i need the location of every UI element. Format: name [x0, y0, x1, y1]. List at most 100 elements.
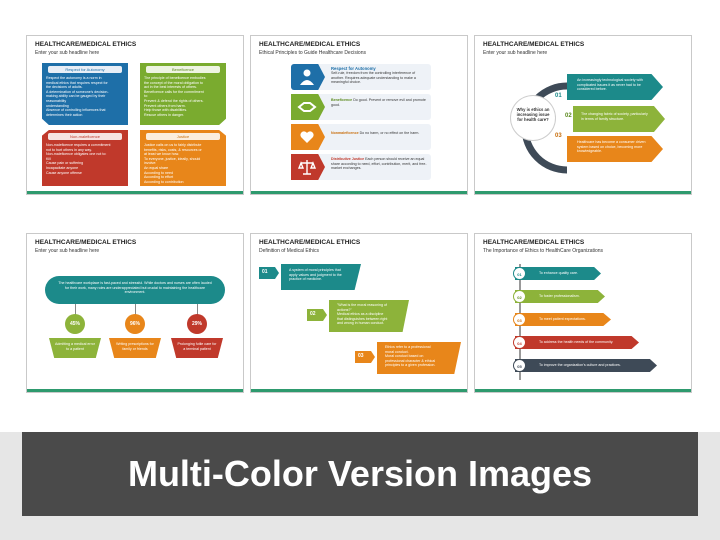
box-head: Justice [146, 133, 220, 140]
definition-line: professional character & ethical [385, 358, 436, 363]
definition-number-tab: 01 [259, 267, 279, 279]
box-line: Kill [46, 156, 51, 161]
stat-text: Prolonging futile care for a terminal pa… [177, 342, 217, 351]
box-line: medical ethics that requires respect for [46, 80, 108, 85]
reason-text: The changing fabric of society, particul… [581, 112, 648, 121]
box-line: According to contribution [144, 179, 184, 184]
slide-thumbnail-6[interactable]: HEALTHCARE/MEDICAL ETHICS The Importance… [474, 233, 692, 393]
box-line: the concept of the moral obligation to [144, 80, 203, 85]
definition-box: "What is the moral reasoning of actions?… [329, 300, 409, 332]
slide-accent-line [251, 191, 467, 194]
box-line: the decisions of adults. [46, 85, 83, 90]
box-line: According to need [144, 170, 173, 175]
box-line: An equal share [144, 165, 169, 170]
slide-thumbnail-2[interactable]: HEALTHCARE/MEDICAL ETHICS Ethical Princi… [250, 35, 468, 195]
box-line: Justice calls on us to fairly distribute [144, 143, 202, 147]
definition-line: principles to a given profession. [385, 363, 436, 368]
principle-text: Each person should receive an equal shar… [331, 157, 427, 171]
principle-head: Respect for Autonomy [331, 66, 376, 71]
principle-head: Beneficence [331, 98, 353, 102]
handshake-icon [291, 94, 325, 120]
definition-line: actions?" [337, 307, 352, 312]
connector [197, 304, 198, 316]
slide-thumbnail-4[interactable]: HEALTHCARE/MEDICAL ETHICS Enter your sub… [26, 233, 244, 393]
box-line: reasonability [46, 98, 67, 103]
reason-number: 02 [565, 113, 572, 119]
reason-number: 03 [555, 133, 562, 139]
box-line: According to effort [144, 175, 174, 180]
box-line: making ability can be gauged by their [46, 94, 106, 99]
definition-box: A system of moral principles that apply … [281, 264, 361, 290]
definition-line: and wrong in human conduct. [337, 321, 385, 326]
principle-text: Self-rule, freedom from the controlling … [331, 71, 416, 85]
box-line: Rescue others in danger. [144, 112, 184, 117]
box-head: Respect for Autonomy [48, 66, 122, 73]
number-badge: 04 [513, 336, 526, 349]
principle-head: Distributive Justice [331, 157, 365, 161]
box-line: Prevent others from harm. [144, 103, 186, 108]
number-badge: 05 [513, 359, 526, 372]
definition-number-tab: 02 [307, 309, 327, 321]
box-line: Cause pain or suffering [46, 161, 84, 166]
box-line: Beneficence calls for the commitment [144, 89, 204, 94]
box-line: Help those with disabilities. [144, 108, 188, 113]
slide-accent-line [475, 389, 691, 392]
definition-number: 03 [358, 353, 364, 359]
stat-text: Writing prescriptions for family or frie… [116, 342, 154, 351]
definition-line: "What is the moral reasoning of [337, 303, 388, 307]
definition-line: Medical ethics as a discipline [337, 312, 384, 317]
lead-banner: The healthcare workplace is fast-paced a… [45, 276, 225, 304]
number-badge: 03 [513, 313, 526, 326]
banner-title: Multi-Color Version Images [127, 453, 593, 494]
box-line: To everyone, justice, ideally, should [144, 156, 201, 161]
lead-text: The healthcare workplace is fast-paced a… [58, 281, 212, 295]
importance-bar: To meet patient expectations. [515, 313, 611, 326]
question-circle: Why is ethics an increasing issue for he… [511, 96, 555, 140]
box-line: not to hurt others in any way. [46, 147, 92, 152]
slide-subtitle: Enter your sub headline here [483, 50, 548, 56]
reason-arrow: Healthcare has become a consumer driven … [567, 136, 663, 162]
box-line: benefits, risks, costs, & resources or [144, 147, 202, 152]
box-line: at least we know how. [144, 152, 179, 157]
box-line: A determination of someone's decision- [46, 89, 109, 94]
principle-text: Do no harm, or no effect on the harm. [359, 131, 420, 135]
slide-thumbnail-3[interactable]: HEALTHCARE/MEDICAL ETHICS Enter your sub… [474, 35, 692, 195]
box-head: Beneficence [146, 66, 220, 73]
slide-title: HEALTHCARE/MEDICAL ETHICS [35, 239, 137, 246]
definition-line: A system of moral principles that [289, 268, 341, 272]
box-line: Prevent & defend the rights of others. [144, 98, 204, 103]
importance-text: To meet patient expectations. [539, 317, 586, 321]
box-line: Non-maleficence requires a commitment [46, 143, 111, 147]
box-line: involve: [144, 161, 157, 166]
justice-box: Justice Justice calls on us to fairly di… [140, 130, 226, 186]
definition-line: Moral conduct based on [385, 354, 424, 359]
slide-title: HEALTHCARE/MEDICAL ETHICS [35, 41, 137, 48]
slide-thumbnail-1[interactable]: HEALTHCARE/MEDICAL ETHICS Enter your sub… [26, 35, 244, 195]
definition-box: Ethics refer to a professional moral con… [377, 342, 461, 374]
slide-subtitle: Definition of Medical Ethics [259, 248, 320, 254]
number-badge: 02 [513, 290, 526, 303]
importance-bar: To address the health needs of the commu… [515, 336, 639, 349]
reason-arrow: The changing fabric of society, particul… [573, 106, 665, 132]
reason-text: An increasingly technological society wi… [577, 78, 643, 92]
definition-number: 02 [310, 311, 316, 317]
slide-thumbnail-5[interactable]: HEALTHCARE/MEDICAL ETHICS Definition of … [250, 233, 468, 393]
definition-line: that distinguishes between right [337, 316, 388, 321]
reason-arrow: An increasingly technological society wi… [567, 74, 663, 100]
box-line: The principle of beneficence embodies [144, 76, 206, 80]
importance-text: To improve the organization's culture an… [539, 363, 621, 367]
beneficence-box: Beneficence The principle of beneficence… [140, 63, 226, 125]
hand-heart-icon [291, 124, 325, 150]
connector [75, 304, 76, 316]
stat-label: Admitting a medical error to a patient [49, 338, 101, 358]
slide-title: HEALTHCARE/MEDICAL ETHICS [483, 239, 585, 246]
box-head: Non-maleficence [48, 133, 122, 140]
stat-circle: 29% [187, 314, 207, 334]
principle-text: Do good. Prevent or remove evil and prom… [331, 98, 426, 107]
definition-line: Ethics refer to a professional [385, 345, 431, 349]
slide-subtitle: The Importance of Ethics to HealthCare O… [483, 248, 604, 254]
stat-circle: 96% [125, 314, 145, 334]
connector [135, 304, 136, 316]
box-line: Non-maleficence obligates one not to: [46, 152, 107, 157]
importance-text: To foster professionalism. [539, 294, 580, 298]
